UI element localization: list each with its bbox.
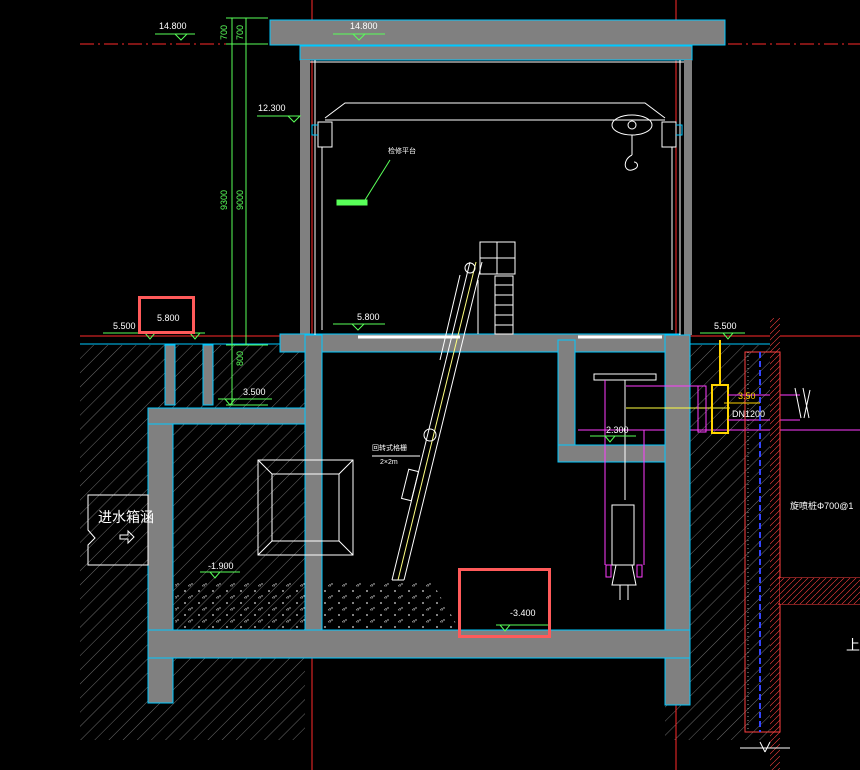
label-maintenance-platform: 检修平台 — [388, 148, 416, 155]
elev-ground-highlight: 5.800 — [157, 313, 180, 323]
maintenance-platform — [477, 241, 516, 335]
superstructure-lines — [310, 60, 684, 335]
elev-culvert-top: 3.500 — [243, 387, 266, 397]
elev-ground-left: 5.500 — [113, 321, 136, 331]
label-screen-size: 2×2m — [380, 459, 398, 466]
elev-floor-center: 5.800 — [357, 312, 380, 322]
label-pipe: DN1200 — [732, 409, 766, 419]
highlight-box-ground — [138, 296, 195, 334]
elev-bottom-left: -1.900 — [208, 561, 234, 571]
dim-9000: 9000 — [235, 189, 245, 210]
submersible-pump — [593, 373, 657, 600]
dim-700-b: 700 — [235, 24, 245, 40]
highlight-box-bottom — [458, 568, 551, 638]
elev-bottom-highlight: -3.400 — [510, 608, 536, 618]
label-screen: 回转式格栅 — [372, 445, 407, 452]
elev-pump-shelf: 2.300 — [606, 425, 629, 435]
backfill-gravel — [175, 582, 460, 630]
dim-800: 800 — [235, 350, 245, 366]
label-right-edge: 上 — [846, 637, 860, 653]
gate-frame — [257, 459, 354, 556]
elev-ground-right: 5.500 — [714, 321, 737, 331]
elev-crane-beam: 12.300 — [258, 103, 286, 113]
dim-9300: 9300 — [219, 189, 229, 210]
elev-pipe: 3.50 — [738, 391, 756, 401]
elev-roof-right: 14.800 — [350, 21, 378, 31]
inclined-screen — [391, 261, 483, 581]
label-pile: 旋喷桩Φ700@1 — [790, 501, 854, 511]
label-inlet-culvert: 进水箱涵 — [98, 509, 154, 525]
discharge-pipe — [604, 340, 811, 565]
dim-700-a: 700 — [219, 24, 229, 40]
elev-roof-left: 14.800 — [159, 21, 187, 31]
dimension-lines — [103, 17, 760, 632]
inlet-culvert-sign — [87, 494, 149, 566]
jet-grout-pile — [740, 318, 860, 770]
